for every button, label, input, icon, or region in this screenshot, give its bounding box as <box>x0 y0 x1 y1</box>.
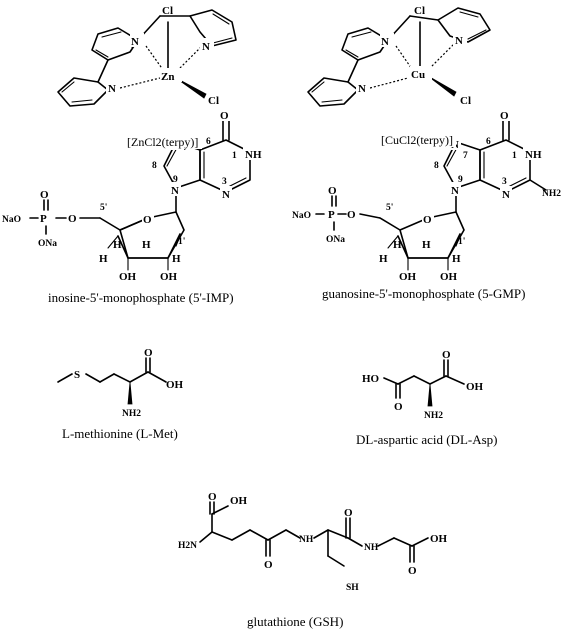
gmp-ona: ONa <box>326 235 345 245</box>
imp-oh-1: OH <box>119 271 137 283</box>
asp-o-1: O <box>394 401 403 413</box>
imp-p: P <box>40 213 47 225</box>
gmp-num-7: 7 <box>463 151 468 161</box>
aspartic-acid-structure: HO O O OH NH2 DL-aspartic acid (DL-Asp) <box>356 349 498 447</box>
gmp-num-6: 6 <box>486 137 491 147</box>
imp-num-9: 9 <box>173 175 178 185</box>
met-oh: OH <box>166 379 184 391</box>
gmp-num-5p: 5' <box>386 203 393 213</box>
zn-n3-label: N <box>108 83 116 95</box>
imp-num-6: 6 <box>206 137 211 147</box>
imp-n9: N <box>171 185 179 197</box>
imp-num-8: 8 <box>152 161 157 171</box>
imp-ona: ONa <box>38 239 57 249</box>
gmp-nh: NH <box>525 149 542 161</box>
gsh-oh-1: OH <box>230 495 248 507</box>
cu-n3-label: N <box>358 83 366 95</box>
gmp-num-3: 3 <box>502 177 507 187</box>
imp-h-2: H <box>113 239 122 251</box>
zn-n2-label: N <box>202 41 210 53</box>
cu-n1-label: N <box>381 36 389 48</box>
cu-cl-top-label: Cl <box>414 5 425 17</box>
zn-complex-formula: [ZnCl2(terpy)] <box>127 135 198 149</box>
zn-terpy-complex: N N N Zn Cl Cl <box>57 5 237 107</box>
gmp-structure: O NH N N N NH2 O OH OH H H H H O P O NaO… <box>292 108 561 301</box>
gsh-nh-1: NH <box>299 535 314 545</box>
zn-metal-label: Zn <box>161 71 174 83</box>
gmp-oh-1: OH <box>399 271 417 283</box>
gmp-p-o: O <box>328 185 337 197</box>
gmp-oh-2: OH <box>440 271 458 283</box>
gsh-o-2: O <box>264 559 273 571</box>
cu-cl-bottom-label: Cl <box>460 95 471 107</box>
gmp-caption: guanosine-5'-monophosphate (5-GMP) <box>322 286 525 301</box>
gmp-n9: N <box>451 185 459 197</box>
imp-ring-o: O <box>143 214 152 226</box>
gmp-num-1p: 1' <box>458 237 465 247</box>
imp-nh: NH <box>245 149 262 161</box>
methionine-structure: S O OH NH2 L-methionine (L-Met) <box>57 347 184 441</box>
imp-num-1: 1 <box>232 151 237 161</box>
zn-cl-bottom-label: Cl <box>208 95 219 107</box>
gsh-h2n: H2N <box>178 541 197 551</box>
gmp-nh2: NH2 <box>542 189 561 199</box>
gmp-h-1: H <box>379 253 388 265</box>
imp-h-3: H <box>142 239 151 251</box>
zn-cl-top-label: Cl <box>162 5 173 17</box>
imp-structure: O NH N N N O OH OH H H H H O P O NaO ONa… <box>2 108 267 305</box>
imp-carbonyl-o: O <box>220 110 229 122</box>
met-caption: L-methionine (L-Met) <box>62 426 178 441</box>
asp-nh2: NH2 <box>424 411 443 421</box>
gmp-p: P <box>328 209 335 221</box>
gmp-h-4: H <box>452 253 461 265</box>
gmp-h-3: H <box>422 239 431 251</box>
met-o: O <box>144 347 153 359</box>
imp-oh-2: OH <box>160 271 178 283</box>
gsh-sh: SH <box>346 583 359 593</box>
asp-ho: HO <box>362 373 380 385</box>
gsh-caption: glutathione (GSH) <box>247 614 343 629</box>
imp-caption: inosine-5'-monophosphate (5'-IMP) <box>48 290 234 305</box>
cu-n2-label: N <box>455 35 463 47</box>
gsh-nh-2: NH <box>364 543 379 553</box>
cu-complex-formula: [CuCl2(terpy)] <box>381 133 453 147</box>
imp-p-o: O <box>40 189 49 201</box>
gsh-o-1: O <box>208 491 217 503</box>
gsh-oh-2: OH <box>430 533 448 545</box>
asp-oh: OH <box>466 381 484 393</box>
cu-metal-label: Cu <box>411 69 425 81</box>
imp-num-5p: 5' <box>100 203 107 213</box>
asp-caption: DL-aspartic acid (DL-Asp) <box>356 432 498 447</box>
glutathione-structure: O OH H2N O NH O NH O OH SH glutathione (… <box>178 491 448 629</box>
gmp-num-1: 1 <box>512 151 517 161</box>
imp-nao: NaO <box>2 215 21 225</box>
gmp-ring-o: O <box>423 214 432 226</box>
imp-num-3: 3 <box>222 177 227 187</box>
imp-n3: N <box>222 189 230 201</box>
gmp-nao: NaO <box>292 211 311 221</box>
imp-o-ester: O <box>68 213 77 225</box>
met-s: S <box>74 369 80 381</box>
imp-h-1: H <box>99 253 108 265</box>
cu-terpy-complex: N N N Cu Cl Cl <box>307 5 491 107</box>
asp-o-2: O <box>442 349 451 361</box>
zn-n1-label: N <box>131 36 139 48</box>
gmp-n3: N <box>502 189 510 201</box>
gmp-carbonyl-o: O <box>500 110 509 122</box>
imp-h-4: H <box>172 253 181 265</box>
gmp-h-2: H <box>393 239 402 251</box>
gmp-num-9: 9 <box>458 175 463 185</box>
imp-num-1p: 1' <box>178 237 185 247</box>
gsh-o-3: O <box>344 507 353 519</box>
gmp-num-8: 8 <box>434 161 439 171</box>
gmp-o-ester: O <box>347 209 356 221</box>
met-nh2: NH2 <box>122 409 141 419</box>
gsh-o-4: O <box>408 565 417 577</box>
